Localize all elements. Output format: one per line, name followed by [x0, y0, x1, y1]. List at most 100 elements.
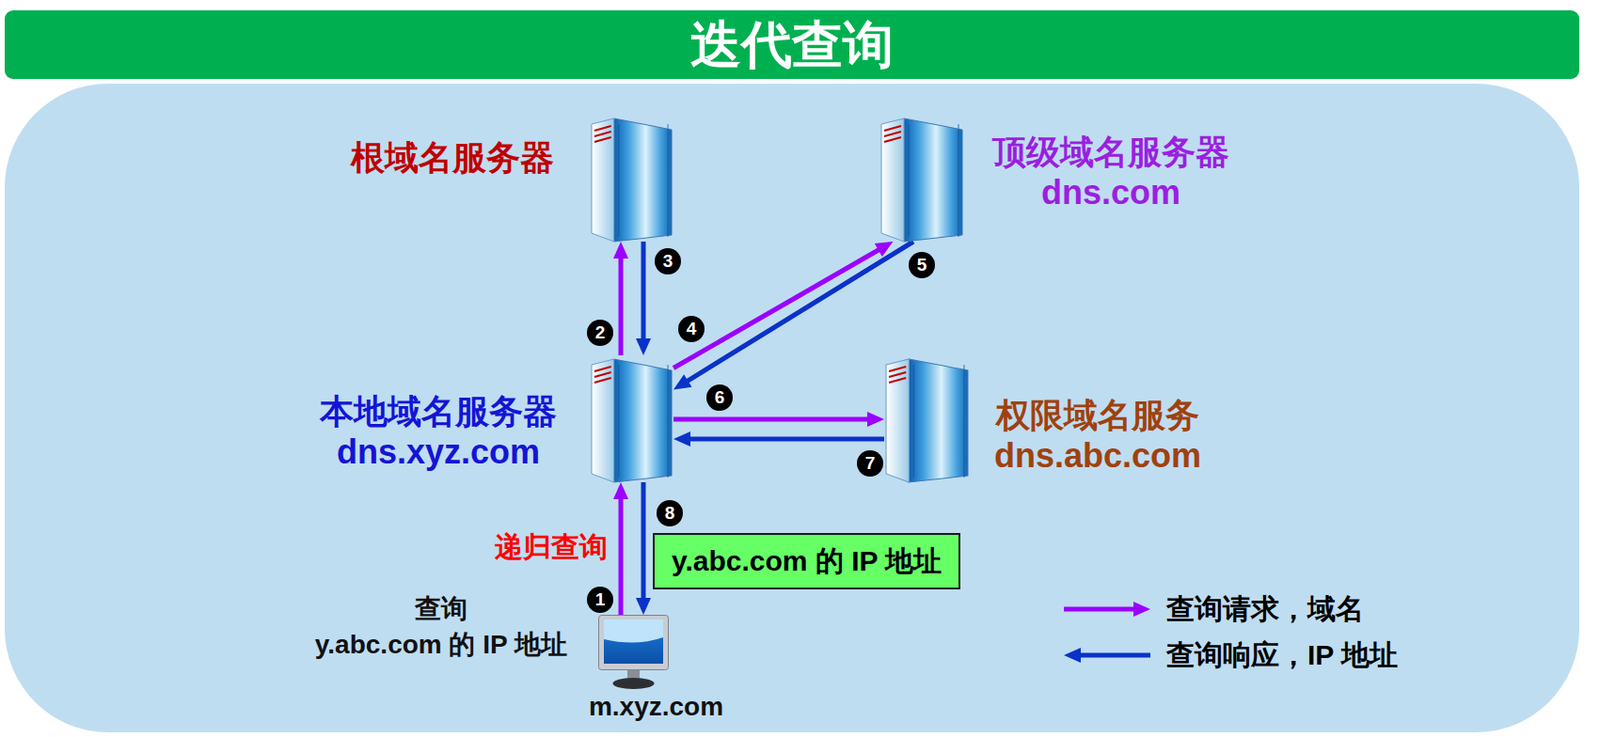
arrow-head: [613, 241, 629, 259]
monitor-base: [613, 678, 655, 690]
label-group: 权限域名服务dns.abc.com: [994, 395, 1202, 476]
label-group: m.xyz.com: [588, 689, 724, 726]
server-stripe: [884, 131, 902, 137]
server-icon: [589, 114, 674, 242]
server-slot: [907, 124, 910, 238]
legend-text: 查询请求，域名: [1166, 592, 1364, 627]
server-slot: [617, 124, 619, 238]
arrow-shaft: [641, 241, 647, 342]
callout-number: 5: [908, 252, 935, 279]
callout-number: 3: [654, 248, 682, 275]
callout-number: 6: [706, 384, 733, 412]
arrow-head: [1133, 601, 1151, 618]
legend-text: 查询响应，IP 地址: [1166, 638, 1398, 673]
node-text: dns.com: [992, 172, 1230, 213]
server-side: [908, 359, 968, 483]
legend-arrow: [1063, 648, 1151, 664]
query-arrow: [635, 241, 651, 356]
query-arrow: [673, 241, 893, 369]
arrow-shaft: [687, 437, 885, 443]
arrow-shaft: [673, 248, 881, 368]
callout-number: 8: [656, 500, 683, 527]
arrow-shaft: [1063, 607, 1137, 613]
server-stripe: [594, 366, 612, 372]
node-text: dns.abc.com: [994, 435, 1202, 476]
node-heading: 权限域名服务: [994, 395, 1202, 436]
panel: [4, 83, 1580, 733]
title-text: 迭代查询: [4, 10, 1580, 80]
query-arrow: [613, 241, 629, 356]
callout-number: 2: [586, 319, 614, 347]
server-stripe: [888, 378, 906, 383]
arrow-shaft: [685, 241, 914, 383]
server-stripe: [594, 137, 612, 143]
query-arrow: [613, 482, 629, 616]
result-box: y.abc.com 的 IP 地址: [652, 533, 961, 590]
arrow-shaft: [618, 496, 624, 616]
box-text: y.abc.com 的 IP 地址: [671, 544, 942, 579]
arrow-head: [613, 482, 629, 500]
arrow-head: [635, 598, 651, 616]
node-text: m.xyz.com: [588, 689, 724, 726]
dns-server: 权限域名服务dns.abc.com: [884, 355, 970, 483]
arrow-head: [673, 431, 691, 447]
server-stripe: [884, 137, 902, 143]
computer-icon: [598, 615, 669, 692]
node-text: dns.xyz.com: [319, 431, 557, 473]
server-slot: [957, 124, 960, 238]
query-arrow: [673, 411, 885, 428]
node-heading: 本地域名服务器: [319, 391, 557, 432]
monitor-screen: [603, 619, 664, 665]
callout-number: 1: [586, 586, 614, 614]
monitor-frame: [599, 616, 669, 671]
label-group: 根域名服务器: [350, 137, 555, 178]
callout-number: 4: [678, 316, 705, 343]
arrow-shaft: [673, 417, 871, 423]
server-slot: [617, 364, 619, 478]
server-front: [886, 359, 909, 483]
label-group: 顶级域名服务器dns.com: [992, 131, 1230, 213]
query-arrow: [673, 241, 914, 390]
callout-number: 7: [856, 450, 884, 477]
note-label: 递归查询: [494, 530, 608, 565]
arrow-head: [867, 411, 885, 428]
query-arrow: [635, 482, 651, 616]
node-text: y.abc.com 的 IP 地址: [315, 627, 568, 664]
server-slot: [666, 124, 668, 238]
node-heading: 顶级域名服务器: [992, 131, 1230, 173]
label-group: 查询y.abc.com 的 IP 地址: [315, 591, 568, 664]
query-arrow: [673, 431, 885, 447]
server-stripe: [884, 126, 902, 131]
arrow-shaft: [618, 255, 624, 356]
node-heading: 根域名服务器: [350, 137, 555, 178]
dns-server: 顶级域名服务器dns.com: [879, 114, 965, 242]
server-slot: [666, 364, 668, 478]
host-computer: 查询y.abc.com 的 IP 地址m.xyz.com: [598, 615, 669, 692]
server-front: [881, 118, 904, 242]
arrow-shaft: [641, 482, 647, 602]
node-heading: 查询: [315, 591, 568, 628]
title-bar: 迭代查询: [4, 10, 1580, 80]
server-side: [614, 359, 672, 483]
server-slot: [963, 364, 966, 478]
server-front: [591, 359, 615, 483]
server-stripe: [594, 126, 612, 131]
server-stripe: [888, 372, 906, 378]
server-icon: [884, 355, 970, 483]
arrow-shaft: [1077, 653, 1151, 659]
label-group: 本地域名服务器dns.xyz.com: [319, 391, 557, 473]
arrow-head: [1063, 648, 1081, 664]
screen-highlight: [603, 619, 664, 644]
server-stripe: [888, 366, 906, 372]
server-front: [591, 118, 615, 242]
arrow-head: [635, 338, 651, 356]
legend-arrow: [1063, 601, 1151, 618]
server-side: [614, 118, 672, 242]
dns-server: 根域名服务器: [589, 114, 674, 242]
server-slot: [913, 364, 916, 478]
server-side: [903, 118, 963, 242]
server-stripe: [594, 372, 612, 378]
